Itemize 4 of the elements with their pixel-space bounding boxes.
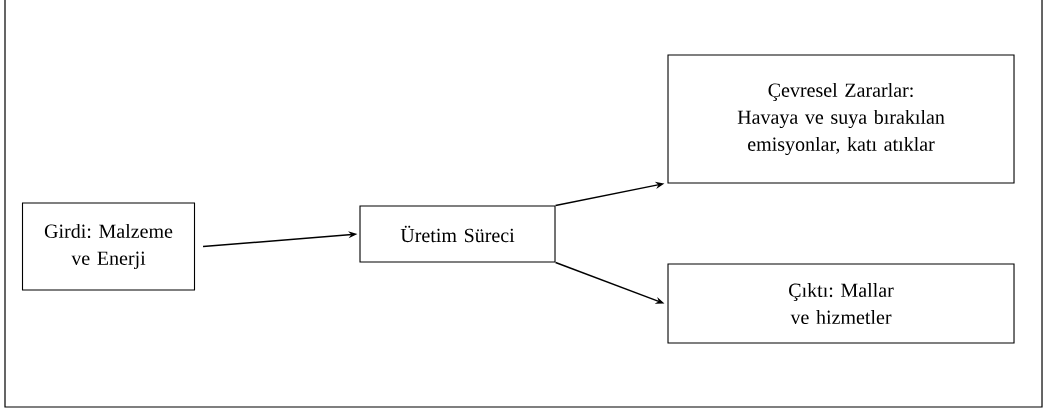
process-box: Çevresel Zararlar: Havaya ve suya bırakılan emisyonlar, katı atıklar — [667, 54, 1015, 184]
process-box: Girdi: Malzeme ve Enerji — [21, 202, 196, 291]
process-box: Üretim Süreci — [359, 205, 556, 263]
process-box: Çıktı: Mallar ve hizmetler — [667, 263, 1015, 344]
